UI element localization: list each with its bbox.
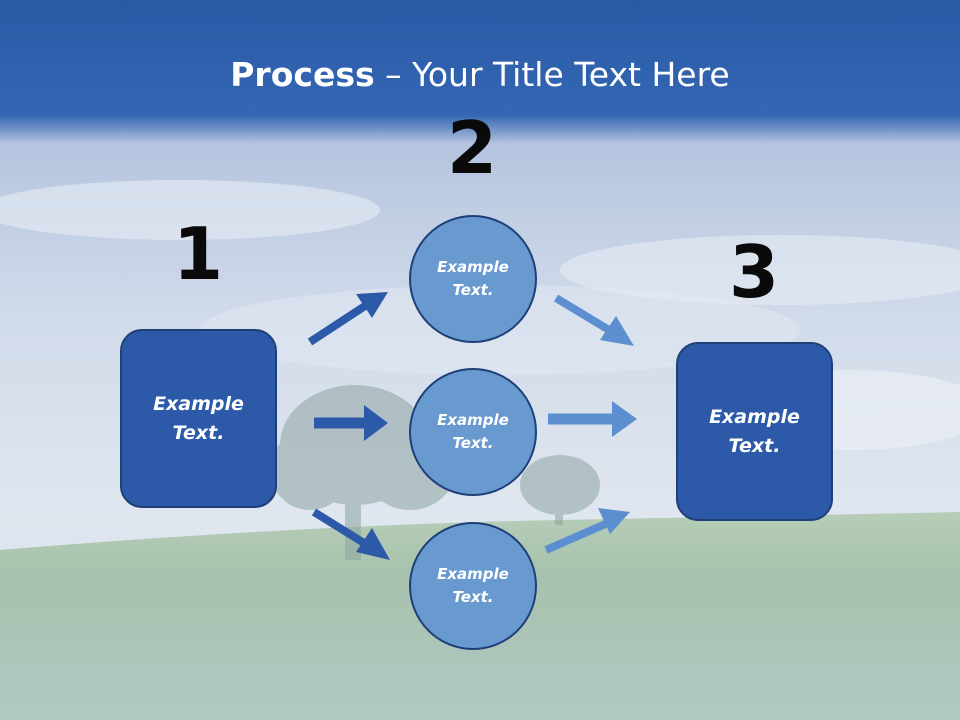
node-left-line-2: Text. xyxy=(172,421,225,444)
node-center-middle-line-2: Text. xyxy=(452,434,494,452)
node-center-bottom-circle: Example Text. xyxy=(409,522,537,650)
title-rest: – Your Title Text Here xyxy=(374,55,730,94)
title-bold: Process xyxy=(230,55,375,94)
node-center-bottom-line-1: Example xyxy=(437,565,509,583)
node-center-top-line-2: Text. xyxy=(452,281,494,299)
node-left-line-1: Example xyxy=(153,392,244,415)
arrow-left-to-middle xyxy=(314,405,388,441)
step-number-1: 1 xyxy=(172,212,224,296)
node-center-bottom-line-2: Text. xyxy=(452,588,494,606)
node-center-middle-circle: Example Text. xyxy=(409,368,537,496)
node-right-line-2: Text. xyxy=(728,434,781,457)
node-left-box: Example Text. xyxy=(120,329,277,508)
step-number-2: 2 xyxy=(446,106,498,190)
arrow-bottom-to-right xyxy=(544,508,630,554)
slide-title: Process – Your Title Text Here xyxy=(0,52,960,98)
node-center-middle-line-1: Example xyxy=(437,411,509,429)
node-center-top-circle: Example Text. xyxy=(409,215,537,343)
step-number-3: 3 xyxy=(728,230,780,314)
arrow-top-to-right xyxy=(553,294,634,346)
node-right-line-1: Example xyxy=(709,405,800,428)
arrow-left-to-bottom xyxy=(311,508,390,560)
node-center-top-line-1: Example xyxy=(437,258,509,276)
node-right-box: Example Text. xyxy=(676,342,833,521)
arrow-middle-to-right xyxy=(548,401,637,437)
arrow-left-to-top xyxy=(307,292,388,346)
